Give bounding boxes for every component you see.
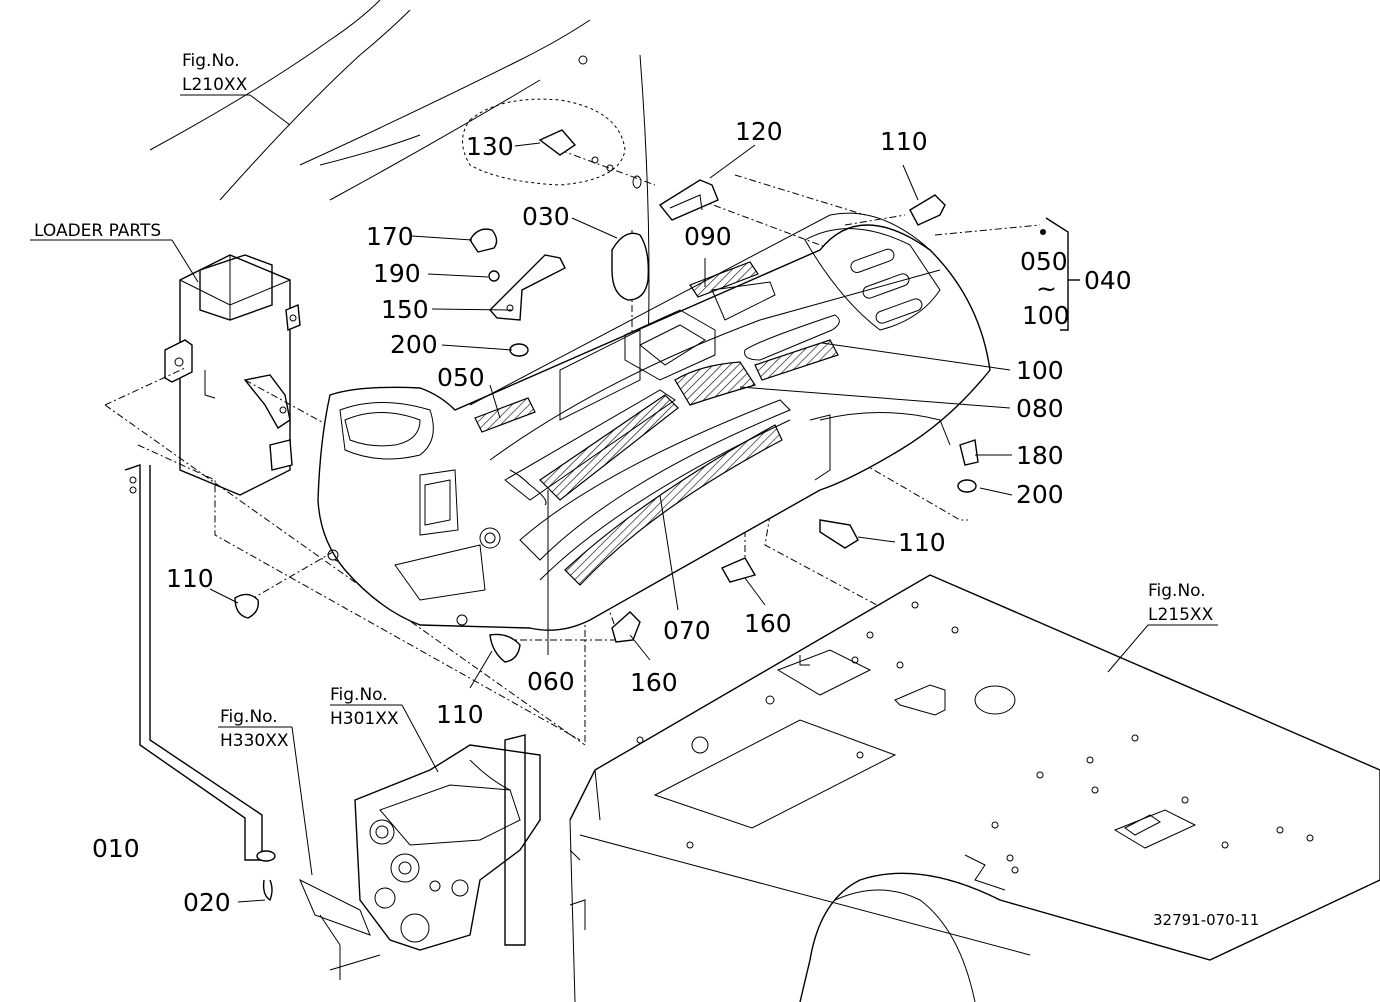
part-label-130[interactable]: 130 <box>466 132 514 161</box>
part-label-190[interactable]: 190 <box>373 259 421 288</box>
figure-ref-h330-code: H330XX <box>220 731 289 751</box>
figure-ref-l210-title: Fig.No. <box>182 51 240 71</box>
part-label-070[interactable]: 070 <box>663 616 711 645</box>
group-bracket <box>1040 217 1080 331</box>
diagram-code: 32791-070-11 <box>1153 911 1259 929</box>
part-label-100[interactable]: 100 <box>1016 356 1064 385</box>
figure-ref-l215-code: L215XX <box>1148 605 1214 625</box>
part-label-090[interactable]: 090 <box>684 222 732 251</box>
part-label-060[interactable]: 060 <box>527 667 575 696</box>
part-label-200-left[interactable]: 200 <box>390 330 438 359</box>
figure-ref-l210-code: L210XX <box>182 75 248 95</box>
hatched-decals <box>474 261 839 586</box>
part-label-110-left[interactable]: 110 <box>166 564 214 593</box>
figure-ref-h330-title: Fig.No. <box>220 707 278 727</box>
part-label-160-right[interactable]: 160 <box>744 609 792 638</box>
part-label-110-right[interactable]: 110 <box>898 528 946 557</box>
part-label-200-right[interactable]: 200 <box>1016 480 1064 509</box>
upper-left-outline <box>149 0 650 421</box>
figure-ref-l215-title: Fig.No. <box>1148 581 1206 601</box>
figure-ref-h301-code: H301XX <box>330 709 399 729</box>
part-label-150[interactable]: 150 <box>381 295 429 324</box>
small-parts <box>234 129 979 663</box>
part-label-050-range[interactable]: 050 <box>1020 247 1068 276</box>
part-label-080[interactable]: 080 <box>1016 394 1064 423</box>
part-label-range-tilde: ~ <box>1036 274 1057 303</box>
part-label-110-bottom[interactable]: 110 <box>436 700 484 729</box>
floor-plate <box>569 574 1380 1002</box>
section-label: LOADER PARTS <box>34 221 161 241</box>
part-label-100-range[interactable]: 100 <box>1022 301 1070 330</box>
part-label-040[interactable]: 040 <box>1084 266 1132 295</box>
part-label-020[interactable]: 020 <box>183 888 231 917</box>
valve-body <box>299 734 541 980</box>
figure-ref-h301-title: Fig.No. <box>330 685 388 705</box>
leader-lines <box>30 94 1218 903</box>
figure-ref-l215[interactable]: Fig.No. L215XX <box>1148 581 1214 625</box>
part-label-110-top[interactable]: 110 <box>880 127 928 156</box>
part-label-050[interactable]: 050 <box>437 363 485 392</box>
figure-ref-l210[interactable]: Fig.No. L210XX <box>182 51 248 95</box>
loader-bracket <box>164 254 301 496</box>
part-label-010[interactable]: 010 <box>92 834 140 863</box>
part-label-120[interactable]: 120 <box>735 117 783 146</box>
part-label-180[interactable]: 180 <box>1016 441 1064 470</box>
part-labels: 130 120 110 170 190 150 200 030 090 050 … <box>92 117 1132 917</box>
part-label-030[interactable]: 030 <box>522 202 570 231</box>
console-cover <box>317 212 991 631</box>
lever-rod <box>124 464 276 902</box>
figure-ref-h301[interactable]: Fig.No. H301XX <box>330 685 399 729</box>
figure-ref-h330[interactable]: Fig.No. H330XX <box>220 707 289 751</box>
part-label-170[interactable]: 170 <box>366 222 414 251</box>
part-label-160-left[interactable]: 160 <box>630 668 678 697</box>
